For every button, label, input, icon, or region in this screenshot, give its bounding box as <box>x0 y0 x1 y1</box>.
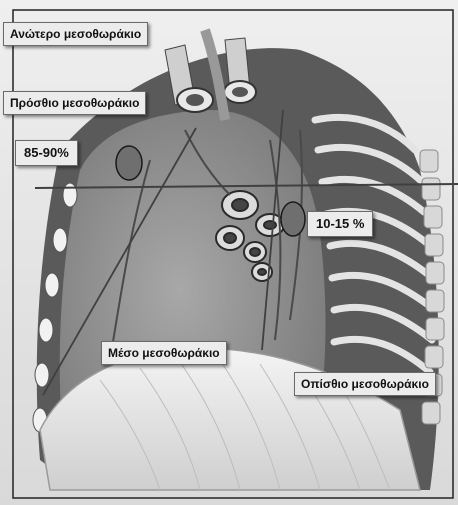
posterior-marker <box>281 202 305 236</box>
posterior-mediastinum-label: Οπίσθιο μεσοθωράκιο <box>294 372 436 396</box>
anterior-mediastinum-label: Πρόσθιο μεσοθωράκιο <box>3 91 146 115</box>
superior-mediastinum-label: Ανώτερο μεσοθωράκιο <box>3 22 148 46</box>
anterior-percent-label: 85-90% <box>15 140 78 166</box>
middle-mediastinum-label: Μέσο μεσοθωράκιο <box>101 341 227 365</box>
posterior-percent-label: 10-15 % <box>307 211 373 237</box>
anterior-marker <box>116 146 142 180</box>
